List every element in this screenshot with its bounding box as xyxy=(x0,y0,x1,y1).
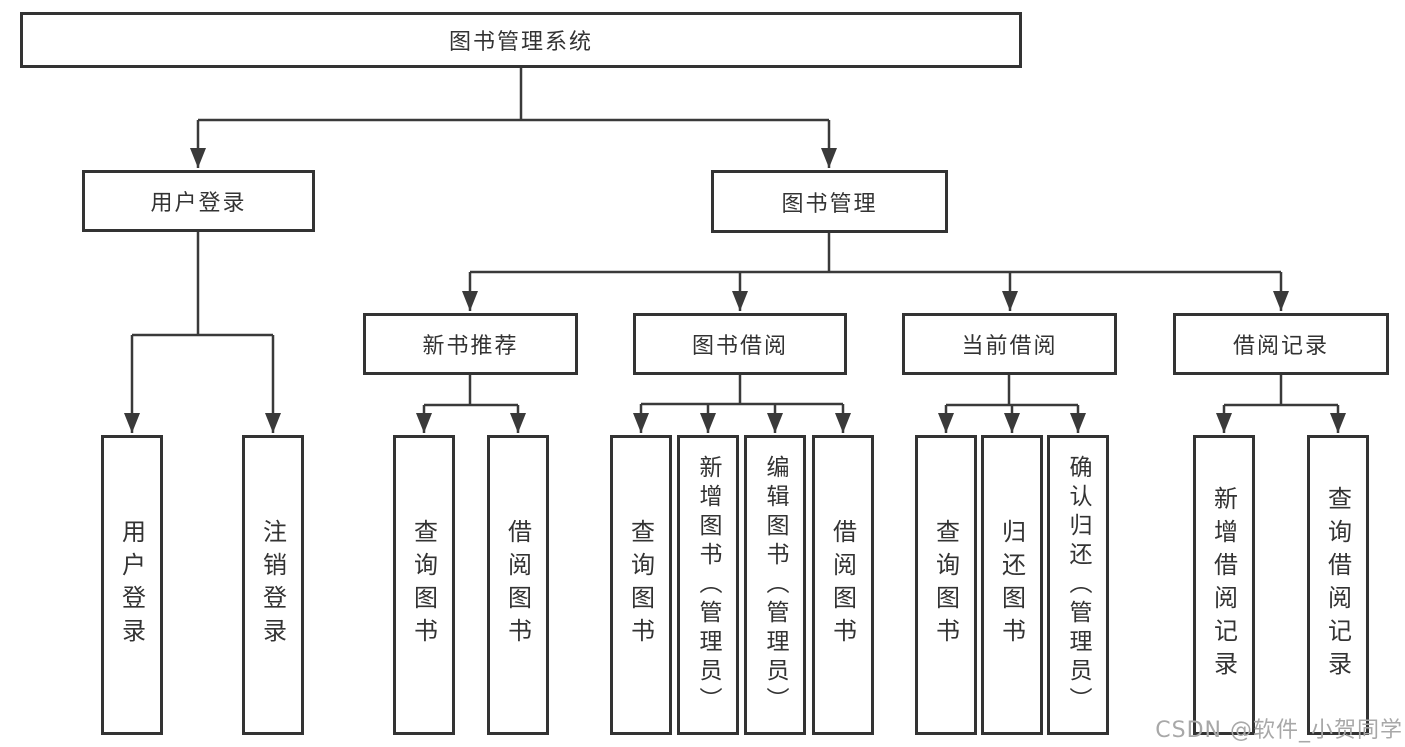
leaf-query-books-recommend: 查询图书 xyxy=(393,435,455,735)
node-user-login: 用户登录 xyxy=(82,170,315,232)
leaf-query-books-borrow: 查询图书 xyxy=(610,435,672,735)
leaf-logout: 注销登录 xyxy=(242,435,304,735)
leaf-edit-books-admin: 编辑图书（管理员） xyxy=(744,435,806,735)
leaf-borrow-books-recommend: 借阅图书 xyxy=(487,435,549,735)
leaf-borrow-books: 借阅图书 xyxy=(812,435,874,735)
leaf-user-login: 用户登录 xyxy=(101,435,163,735)
node-current-borrow: 当前借阅 xyxy=(902,313,1117,375)
leaf-query-books-current: 查询图书 xyxy=(915,435,977,735)
node-new-book-recommend: 新书推荐 xyxy=(363,313,578,375)
node-root-library-system: 图书管理系统 xyxy=(20,12,1022,68)
leaf-add-books-admin: 新增图书（管理员） xyxy=(677,435,739,735)
node-book-management: 图书管理 xyxy=(711,170,948,233)
leaf-confirm-return-admin: 确认归还（管理员） xyxy=(1047,435,1109,735)
node-borrow-records: 借阅记录 xyxy=(1173,313,1389,375)
leaf-return-books: 归还图书 xyxy=(981,435,1043,735)
leaf-query-borrow-record: 查询借阅记录 xyxy=(1307,435,1369,735)
csdn-watermark: CSDN @软件_小贺同学 xyxy=(1155,718,1403,743)
node-book-borrow: 图书借阅 xyxy=(633,313,847,375)
leaf-add-borrow-record: 新增借阅记录 xyxy=(1193,435,1255,735)
